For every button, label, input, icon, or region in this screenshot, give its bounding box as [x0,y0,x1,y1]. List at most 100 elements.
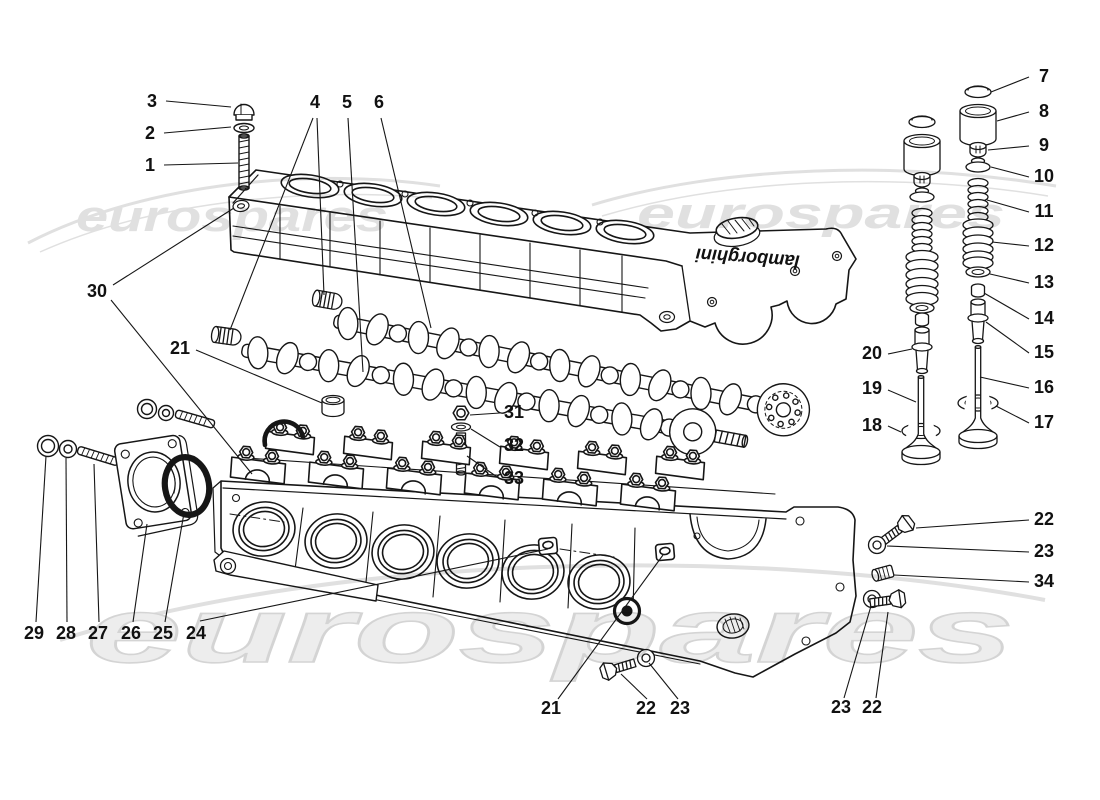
tappet-bucket [321,394,345,418]
svg-text:23: 23 [1034,541,1054,561]
svg-text:11: 11 [1034,201,1053,221]
valve-guide-15 [967,298,989,345]
svg-text:10: 10 [1034,166,1054,186]
callout-25[interactable]: 25 [153,512,185,643]
callout-22-right[interactable]: 22 [915,509,1054,529]
camshaft-front [241,336,749,456]
svg-text:21: 21 [541,698,561,718]
callout-16[interactable]: 16 [979,376,1054,397]
svg-text:30: 30 [87,281,107,301]
callout-22-bottom-right[interactable]: 22 [862,611,889,717]
callout-26[interactable]: 26 [121,523,148,643]
svg-text:9: 9 [1039,135,1049,155]
camshaft-front-flange [669,408,749,456]
o-ring [161,454,213,518]
watermark-top-right: eurospares [637,189,1005,238]
callout-20[interactable]: 20 [862,343,913,363]
callout-11[interactable]: 11 [986,199,1054,221]
valve-19 [901,375,941,466]
acorn-nut [233,103,255,121]
callout-14[interactable]: 14 [983,292,1054,328]
stud-washer [233,122,255,134]
camshaft-end-plug-front [209,325,243,347]
callout-19[interactable]: 19 [862,378,917,403]
valve-stack-inner [901,115,941,466]
svg-text:29: 29 [24,623,44,643]
watermark-layer: eurospares eurospares eurospares [27,168,1057,683]
callout-17[interactable]: 17 [995,405,1054,432]
svg-text:25: 25 [153,623,173,643]
tappet-8 [959,103,997,147]
cap-nut-29 [36,434,60,458]
callout-34[interactable]: 34 [893,571,1054,591]
svg-text:28: 28 [56,623,76,643]
head-square-plug-a [537,536,559,556]
spring-seat-13 [965,266,991,278]
svg-text:20: 20 [862,343,882,363]
svg-text:23: 23 [831,697,851,717]
callout-22-bottom-left[interactable]: 22 [620,673,656,718]
callout-21-top[interactable]: 21 [170,338,323,404]
svg-text:34: 34 [1034,571,1054,591]
callout-24[interactable]: 24 [186,548,549,643]
svg-text:16: 16 [1034,377,1054,397]
spacer-inner [914,312,930,327]
callout-15[interactable]: 15 [985,321,1054,362]
cap-nut-29b [136,398,158,420]
watermark-top-left: eurospares [76,192,388,241]
side-cover-plate [113,434,199,537]
svg-text:1: 1 [145,155,155,175]
callout-32[interactable]: 32 [470,428,524,455]
svg-text:27: 27 [88,623,108,643]
callout-7[interactable]: 7 [990,66,1049,93]
head-end-face [689,513,845,646]
callout-3[interactable]: 3 [147,91,232,111]
svg-text:26: 26 [121,623,141,643]
callout-10[interactable]: 10 [990,166,1054,186]
callout-30[interactable]: 30 [87,207,253,475]
valve-seal-17 [957,394,999,412]
svg-text:22: 22 [862,697,882,717]
valve-16 [958,345,998,450]
callout-1[interactable]: 1 [145,155,239,175]
callout-6[interactable]: 6 [374,92,432,329]
valve-cover: lamborghini [228,169,857,345]
callout-12[interactable]: 12 [991,235,1054,255]
outer-spring-inner [905,249,939,307]
callout-13[interactable]: 13 [989,272,1054,292]
washer-28 [58,439,78,459]
callout-5[interactable]: 5 [342,92,364,373]
callout-27[interactable]: 27 [88,463,108,643]
callout-23-right[interactable]: 23 [886,541,1054,561]
spacer-14 [970,283,986,298]
svg-text:2: 2 [145,123,155,143]
camshaft-end-plug-rear [310,288,344,312]
camshaft-rear-flange [756,383,811,437]
oil-filler-boss [713,216,761,248]
callout-9[interactable]: 9 [987,135,1049,155]
svg-text:31: 31 [504,402,524,422]
svg-text:4: 4 [310,92,320,112]
bucket-shim-inner [908,115,936,129]
camshaft-rear [333,306,811,437]
callout-8[interactable]: 8 [996,101,1049,122]
callout-23-bottom-right[interactable]: 23 [831,605,872,717]
callout-28[interactable]: 28 [56,457,76,643]
callout-33[interactable]: 33 [466,455,524,488]
callout-4[interactable]: 4 [229,92,325,331]
callout-21-bottom[interactable]: 21 [541,554,664,718]
head-square-plug-b [654,542,676,562]
svg-text:21: 21 [170,338,190,358]
cotters-9 [969,141,987,158]
callout-23-bottom-left[interactable]: 23 [648,662,690,718]
svg-text:3: 3 [147,91,157,111]
callout-29[interactable]: 29 [24,455,47,643]
callout-2[interactable]: 2 [145,123,232,143]
spring-retainer-10 [965,157,991,173]
callout-18[interactable]: 18 [862,415,902,435]
stud-27 [76,446,120,466]
callout-31[interactable]: 31 [469,402,524,422]
head-front-bracket [213,550,379,602]
washer-28b [157,404,175,422]
svg-text:22: 22 [1034,509,1054,529]
